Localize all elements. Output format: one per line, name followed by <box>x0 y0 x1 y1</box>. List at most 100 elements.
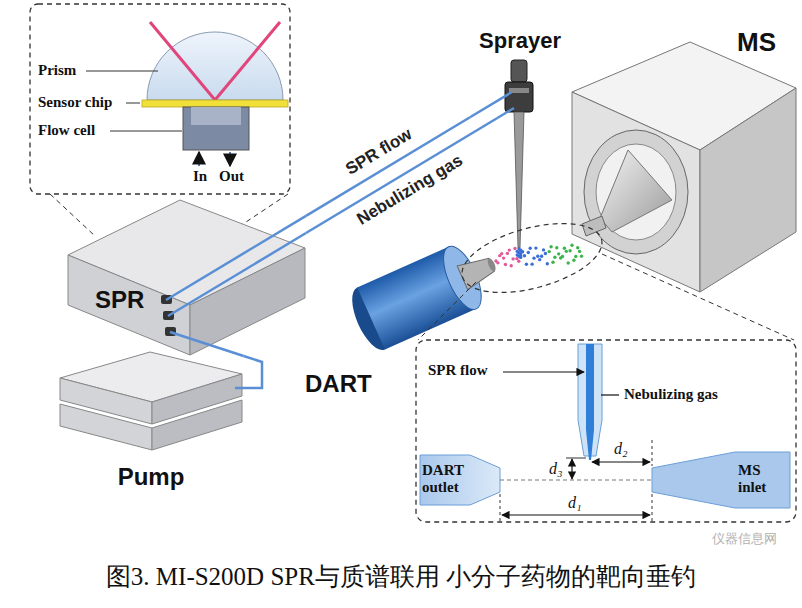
part-label: Flow cell <box>38 122 95 139</box>
ion-droplet <box>565 250 568 253</box>
ion-droplet <box>561 255 564 258</box>
ion-droplet <box>555 246 558 249</box>
spr-inset <box>150 22 215 100</box>
spr-instrument <box>68 255 190 355</box>
wire-stub <box>235 387 246 390</box>
part-label: Prism <box>38 62 76 79</box>
instrument-label: MS <box>737 28 776 58</box>
ion-droplet <box>568 249 571 252</box>
pump <box>152 374 242 424</box>
ion-droplet <box>538 258 541 261</box>
part-label: Out <box>219 168 244 185</box>
part-label: Sensor chip <box>38 94 112 111</box>
spr-inset <box>50 194 95 236</box>
ion-droplet <box>506 252 509 255</box>
interface-inset <box>502 514 650 515</box>
ion-droplet <box>551 261 554 264</box>
zoom-leader <box>602 254 794 340</box>
spr-inset <box>240 194 288 226</box>
ion-droplet <box>574 255 577 258</box>
spr-inset <box>198 152 200 166</box>
wire-stub <box>497 108 514 118</box>
interface-inset <box>601 394 619 395</box>
ion-droplet <box>534 246 537 249</box>
ion-droplet <box>567 261 570 264</box>
tubing-connector <box>244 356 262 388</box>
spr-instrument <box>68 200 305 355</box>
interface-inset <box>566 458 586 459</box>
ion-droplet <box>570 244 573 247</box>
spr-instrument <box>190 248 305 355</box>
spr-inset <box>215 22 280 100</box>
instrument-node: SPR <box>68 198 306 356</box>
interface-inset <box>586 344 594 460</box>
part-label: MS inlet <box>738 462 788 496</box>
ion-droplet <box>502 256 505 259</box>
ion-droplet <box>530 262 533 265</box>
interface-inset <box>500 480 652 481</box>
spr-inset <box>229 152 231 166</box>
ion-droplet <box>500 252 503 255</box>
ion-droplet <box>532 256 535 259</box>
dart-source <box>486 257 497 272</box>
watermark: 仪器信息网 <box>712 530 777 548</box>
spr-inset <box>142 100 288 107</box>
tubing-connector <box>306 118 497 233</box>
ion-droplet <box>572 258 575 261</box>
instrument-label: SPR <box>95 286 144 314</box>
ion-droplet <box>542 248 545 251</box>
spr-inset <box>86 71 158 72</box>
sprayer <box>514 112 524 248</box>
mass-spectrometer <box>600 150 672 232</box>
figure-caption: 图3. MI-S200D SPR与质谱联用 小分子药物的靶向垂钓 <box>0 560 802 593</box>
ion-droplet <box>519 256 522 259</box>
dimension-label: d₂ <box>614 440 628 458</box>
ion-droplet <box>540 255 543 258</box>
sprayer <box>511 60 527 82</box>
part-label: In <box>193 168 207 185</box>
ion-droplet <box>496 261 499 264</box>
mass-spectrometer <box>584 130 688 254</box>
part-label: SPR flow <box>428 362 488 379</box>
interface-inset <box>503 371 584 372</box>
wire-stub <box>168 233 306 316</box>
ion-droplet <box>504 263 507 266</box>
mass-spectrometer <box>572 92 700 292</box>
interface-inset <box>420 455 500 505</box>
spr-inset <box>30 4 290 236</box>
interface-inset <box>652 440 653 466</box>
spr-inset <box>191 107 241 125</box>
instrument-label: Sprayer <box>479 28 561 53</box>
ion-droplet <box>508 248 511 251</box>
interface-inset <box>652 452 790 508</box>
spr-inset <box>126 103 140 104</box>
dimension-label: d₃ <box>549 460 563 478</box>
ion-droplet <box>578 250 581 253</box>
interface-inset <box>592 461 650 462</box>
pump <box>60 352 242 450</box>
ion-droplet <box>510 264 513 267</box>
mass-spectrometer <box>582 216 606 236</box>
ion-droplet <box>527 251 530 254</box>
interface-inset <box>571 459 572 479</box>
ion-droplet <box>563 247 566 250</box>
sprayer <box>505 60 533 248</box>
ion-plume <box>494 244 583 268</box>
interface-inset <box>652 494 653 521</box>
instrument-node: MS <box>566 22 798 298</box>
spr-inset <box>183 107 249 150</box>
zoom-ellipse <box>455 210 610 305</box>
ion-droplet <box>546 262 549 265</box>
interface-inset <box>500 494 501 521</box>
ion-droplet <box>517 260 520 263</box>
ion-droplet <box>548 250 551 253</box>
ion-droplet <box>523 254 526 257</box>
wire-stub <box>166 216 306 300</box>
instrument-node: Sprayer <box>470 24 570 118</box>
mass-spectrometer <box>596 144 676 240</box>
ion-droplet <box>513 247 516 250</box>
ion-droplet <box>553 256 556 259</box>
ion-droplet <box>511 257 514 260</box>
mass-spectrometer <box>572 42 796 292</box>
interface-inset <box>416 340 796 522</box>
